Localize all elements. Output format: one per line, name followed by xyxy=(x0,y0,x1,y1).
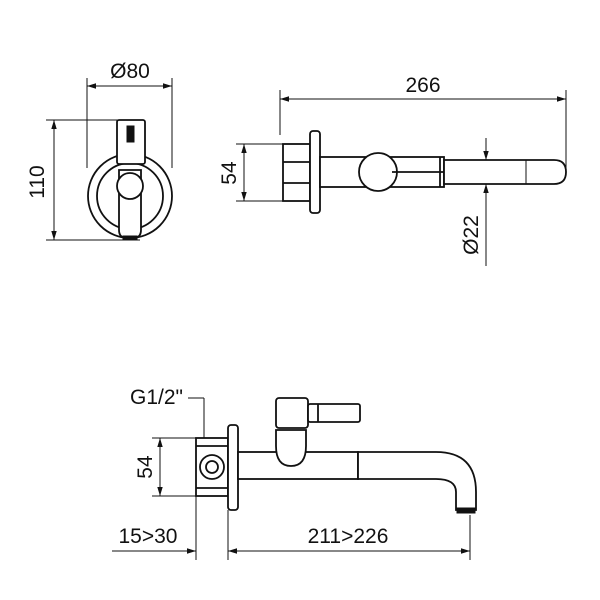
projection-label: 211>226 xyxy=(308,525,389,548)
spout-tip xyxy=(122,235,138,241)
side-spout-tip xyxy=(456,507,476,514)
front-height-label: 110 xyxy=(26,165,49,198)
thread-label: G1/2" xyxy=(130,386,183,409)
top-view: 266 54 Ø22 xyxy=(218,74,567,266)
front-view: Ø80 110 xyxy=(26,60,173,241)
side-spout xyxy=(357,451,477,511)
handle-slot xyxy=(126,125,135,143)
handle-disc xyxy=(358,152,398,192)
top-flange-label: 54 xyxy=(218,161,241,185)
valve-neck xyxy=(275,429,307,467)
side-handle-cap xyxy=(275,397,309,429)
wall-depth-label: 15>30 xyxy=(119,525,178,548)
spout-diameter-label: Ø22 xyxy=(460,215,483,255)
mounting-block xyxy=(282,143,311,202)
side-flange-plate xyxy=(227,424,239,511)
spout xyxy=(443,159,567,185)
lever-hub xyxy=(116,172,144,200)
top-length-label: 266 xyxy=(405,74,440,97)
side-view: G1/2" 54 15>30 211>226 xyxy=(112,386,477,560)
flange-plate xyxy=(309,130,321,214)
thread-circle-inner xyxy=(205,460,219,474)
side-lever xyxy=(307,403,361,423)
side-flange-label: 54 xyxy=(134,455,157,479)
front-width-label: Ø80 xyxy=(110,60,150,83)
